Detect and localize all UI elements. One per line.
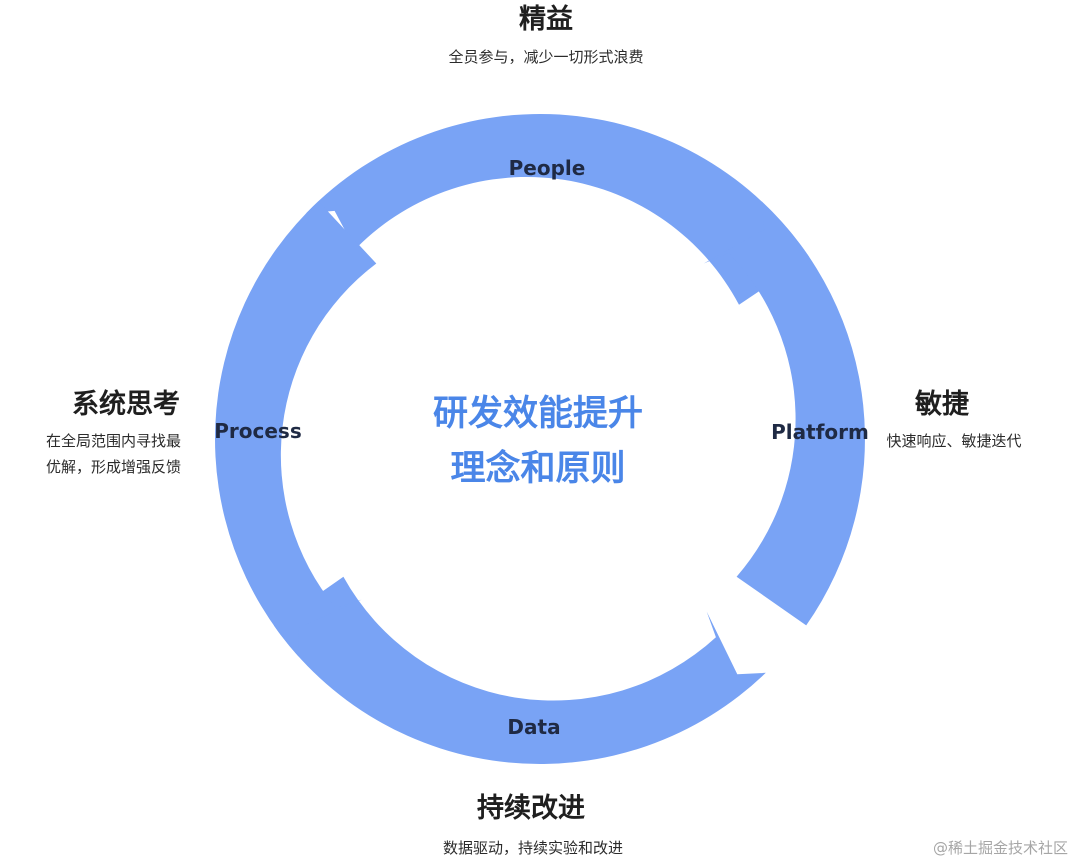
- data-segment: [273, 576, 766, 765]
- data-segment-label: Data: [507, 715, 560, 739]
- platform-segment: [703, 201, 865, 626]
- center-title-line1: 研发效能提升: [433, 394, 643, 434]
- cycle-ring: [215, 114, 865, 765]
- agile-title: 敏捷: [914, 389, 970, 420]
- continuous-improvement-description: 数据驱动，持续实验和改进: [443, 839, 623, 857]
- center-title-line2: 理念和原则: [450, 448, 625, 489]
- platform-segment-label: Platform: [771, 420, 869, 444]
- people-segment: [306, 114, 810, 305]
- lean-description: 全员参与，减少一切形式浪费: [448, 48, 643, 66]
- systems-thinking-description-line1: 在全局范围内寻找最: [46, 432, 181, 450]
- process-segment-label: Process: [214, 419, 302, 443]
- continuous-improvement-title: 持续改进: [477, 793, 585, 824]
- agile-description: 快速响应、敏捷迭代: [886, 432, 1021, 450]
- systems-thinking-description-line2: 优解，形成增强反馈: [46, 458, 181, 476]
- process-segment: [215, 201, 377, 657]
- lean-title: 精益: [519, 4, 573, 35]
- watermark: @稀土掘金技术社区: [933, 839, 1068, 857]
- systems-thinking-title: 系统思考: [72, 388, 180, 420]
- people-segment-label: People: [509, 156, 586, 180]
